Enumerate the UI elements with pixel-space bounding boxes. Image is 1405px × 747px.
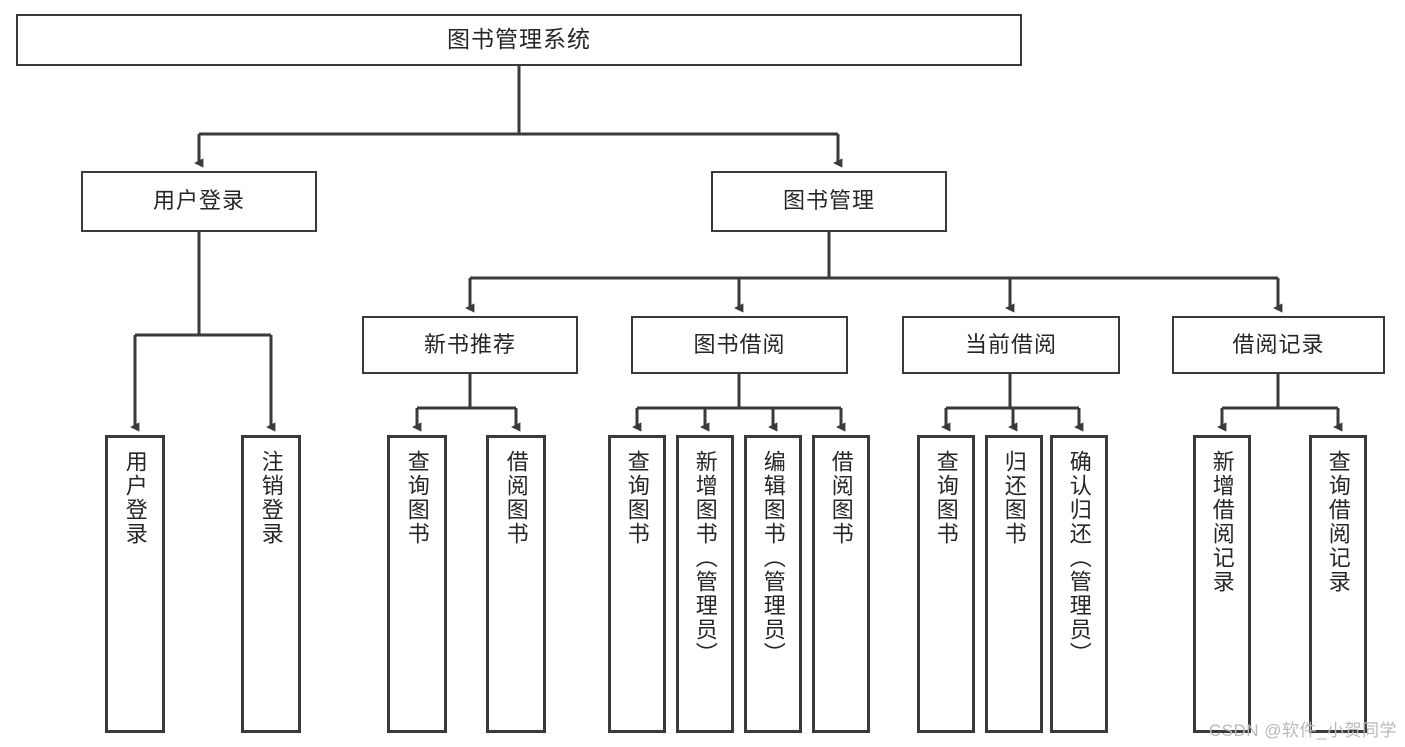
node-label: 用户登录 (152, 188, 245, 214)
leaf-confirm-return-admin[interactable]: 确认归还（管理员） (1050, 435, 1108, 733)
node-user-login[interactable]: 用户登录 (81, 171, 317, 232)
node-book-borrow[interactable]: 图书借阅 (631, 316, 848, 374)
leaf-query-book-current[interactable]: 查询图书 (917, 435, 975, 733)
node-label: 归还图书 (1001, 450, 1027, 546)
leaf-query-book-recommend[interactable]: 查询图书 (387, 435, 447, 733)
leaf-logout[interactable]: 注销登录 (241, 435, 301, 733)
leaf-return-book[interactable]: 归还图书 (985, 435, 1043, 733)
node-new-book-recommend[interactable]: 新书推荐 (362, 316, 578, 374)
leaf-user-login[interactable]: 用户登录 (105, 435, 165, 733)
node-label: 图书借阅 (693, 331, 786, 357)
leaf-edit-book-admin[interactable]: 编辑图书（管理员） (744, 435, 802, 733)
node-label: 确认归还（管理员） (1066, 450, 1092, 666)
leaf-query-book-borrow[interactable]: 查询图书 (608, 435, 666, 733)
node-borrow-record[interactable]: 借阅记录 (1172, 316, 1385, 374)
node-label: 编辑图书（管理员） (760, 450, 786, 666)
node-label: 查询图书 (624, 450, 650, 546)
node-label: 图书管理 (782, 188, 875, 214)
node-label: 新书推荐 (423, 331, 516, 357)
node-book-management[interactable]: 图书管理 (711, 171, 947, 232)
node-label: 借阅记录 (1232, 331, 1325, 357)
node-label: 用户登录 (122, 450, 148, 546)
leaf-query-borrow-record[interactable]: 查询借阅记录 (1309, 435, 1367, 733)
leaf-add-borrow-record[interactable]: 新增借阅记录 (1193, 435, 1251, 733)
node-label: 新增图书（管理员） (692, 450, 718, 666)
leaf-borrow-book[interactable]: 借阅图书 (812, 435, 870, 733)
node-label: 注销登录 (258, 450, 284, 546)
node-label: 借阅图书 (503, 450, 529, 546)
leaf-add-book-admin[interactable]: 新增图书（管理员） (676, 435, 734, 733)
node-label: 图书管理系统 (447, 26, 591, 53)
node-label: 当前借阅 (964, 331, 1057, 357)
leaf-borrow-book-recommend[interactable]: 借阅图书 (486, 435, 546, 733)
node-book-management-system[interactable]: 图书管理系统 (16, 14, 1022, 66)
node-label: 查询图书 (933, 450, 959, 546)
node-label: 新增借阅记录 (1209, 450, 1235, 594)
node-label: 查询图书 (404, 450, 430, 546)
node-label: 查询借阅记录 (1325, 450, 1351, 594)
node-label: 借阅图书 (828, 450, 854, 546)
node-current-borrow[interactable]: 当前借阅 (902, 316, 1120, 374)
